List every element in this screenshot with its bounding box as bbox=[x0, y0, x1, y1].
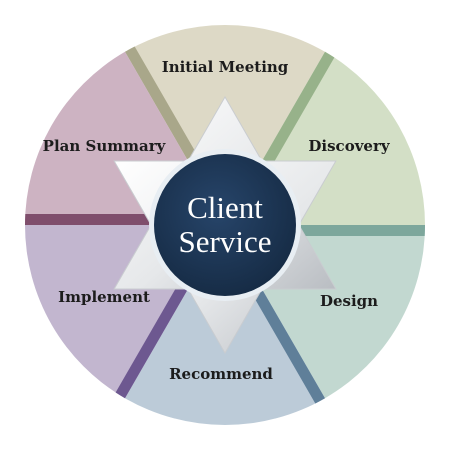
segment-label-discovery: Discovery bbox=[308, 137, 390, 155]
center-label-line1: Client bbox=[187, 190, 263, 225]
center-label-line2: Service bbox=[179, 224, 272, 259]
segment-label-plan-summary: Plan Summary bbox=[43, 137, 167, 155]
segment-label-initial-meeting: Initial Meeting bbox=[162, 58, 289, 76]
center-hub bbox=[154, 154, 296, 296]
segment-label-implement: Implement bbox=[58, 288, 150, 306]
segment-label-recommend: Recommend bbox=[169, 365, 273, 383]
segment-label-design: Design bbox=[320, 292, 378, 310]
